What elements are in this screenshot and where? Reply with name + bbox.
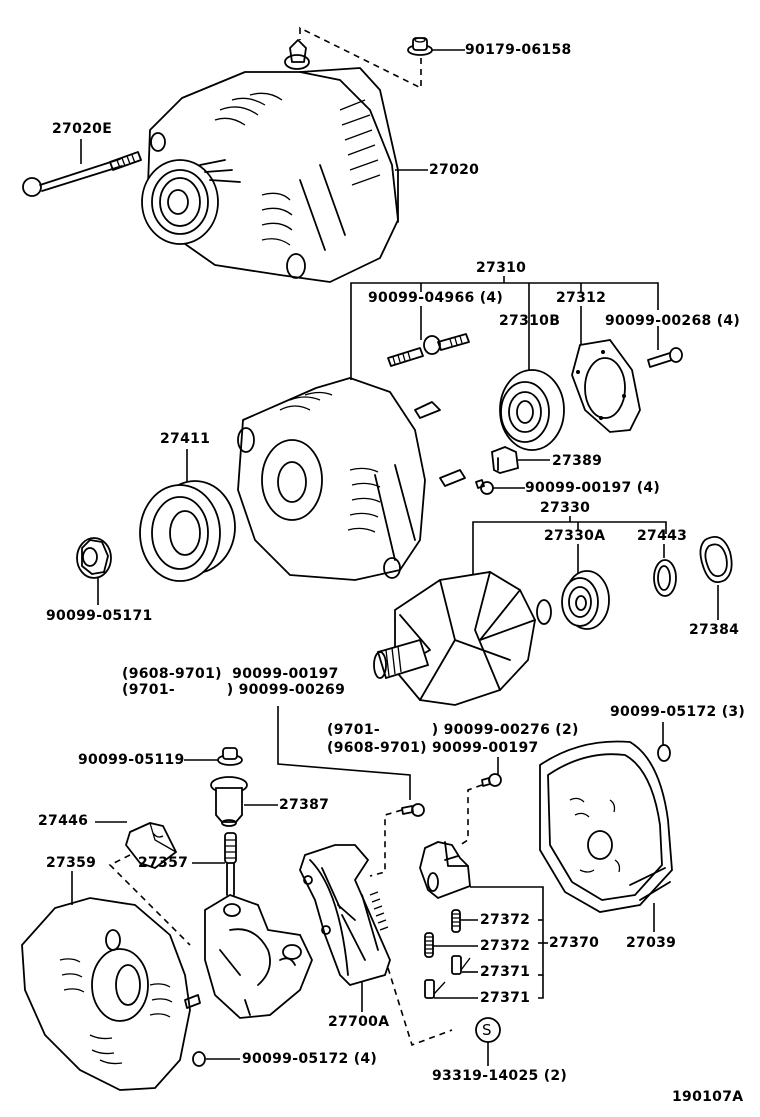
- part-label[interactable]: 90099-05119: [78, 752, 185, 768]
- pulley-nut-icon[interactable]: [76, 537, 112, 579]
- assembly-dashed-line: [299, 26, 422, 90]
- rectifier-holder-icon[interactable]: [204, 832, 313, 1019]
- nut-icon[interactable]: [192, 1051, 206, 1067]
- leader-line: [277, 706, 411, 800]
- part-label[interactable]: 27372: [480, 938, 531, 954]
- assembly-dashed-line: [108, 854, 191, 946]
- bearing-cover-icon[interactable]: [653, 559, 677, 597]
- rotor-bearing-icon[interactable]: [561, 570, 610, 630]
- part-label[interactable]: 90099-05172 (4): [242, 1051, 378, 1067]
- standard-part-marker-label: S: [482, 1021, 492, 1039]
- rotor-icon[interactable]: [373, 571, 552, 706]
- part-label[interactable]: 90099-05171: [46, 608, 153, 624]
- bearing-icon[interactable]: [499, 369, 565, 451]
- part-label[interactable]: 27387: [279, 797, 330, 813]
- rear-end-cover-icon[interactable]: [21, 897, 201, 1091]
- part-label[interactable]: 27371: [480, 990, 531, 1006]
- voltage-regulator-icon[interactable]: [299, 844, 391, 987]
- part-label[interactable]: 27371: [480, 964, 531, 980]
- retainer-plate-icon[interactable]: [571, 339, 641, 433]
- brush-icon[interactable]: [424, 979, 446, 999]
- part-label[interactable]: 90099-00197 (4): [525, 480, 661, 496]
- part-label[interactable]: 90099-04966 (4): [368, 290, 504, 306]
- spring-icon[interactable]: [424, 932, 434, 958]
- screw-icon[interactable]: [475, 479, 494, 495]
- bolt-icon[interactable]: [22, 151, 142, 197]
- part-label[interactable]: 90179-06158: [465, 42, 572, 58]
- stud-bolt-icon[interactable]: [387, 333, 470, 367]
- assembly-dashed-line: [369, 809, 403, 877]
- part-label-variant-line[interactable]: (9608-9701) 90099-00197: [122, 666, 339, 682]
- part-label[interactable]: 93319-14025 (2): [432, 1068, 568, 1084]
- cover-icon[interactable]: [491, 446, 519, 474]
- part-label[interactable]: 27330: [540, 500, 591, 516]
- insulator-ring-icon[interactable]: [699, 536, 733, 584]
- illustration-code: 190107A: [672, 1089, 744, 1105]
- nut-icon[interactable]: [217, 747, 243, 766]
- part-label[interactable]: 27310: [476, 260, 527, 276]
- part-label[interactable]: 27700A: [328, 1014, 390, 1030]
- assembly-dashed-line: [387, 967, 453, 1047]
- part-label[interactable]: 27389: [552, 453, 603, 469]
- screw-icon[interactable]: [481, 773, 502, 787]
- part-label[interactable]: 27384: [689, 622, 740, 638]
- rear-end-frame-icon[interactable]: [539, 740, 673, 913]
- part-label[interactable]: 27372: [480, 912, 531, 928]
- part-label[interactable]: 27359: [46, 855, 97, 871]
- part-label-variant-line[interactable]: (9701- ) 90099-00269: [122, 682, 346, 698]
- spring-icon[interactable]: [451, 909, 461, 933]
- assembly-dashed-line: [459, 784, 483, 846]
- brush-holder-icon[interactable]: [419, 841, 471, 900]
- screw-icon[interactable]: [647, 347, 683, 368]
- part-label[interactable]: 90099-00268 (4): [605, 313, 741, 329]
- drive-end-frame-icon[interactable]: [237, 377, 466, 581]
- part-label-variant-line[interactable]: (9608-9701) 90099-00197: [327, 740, 539, 756]
- cap-icon[interactable]: [125, 822, 178, 870]
- part-label-variant-line[interactable]: (9701- ) 90099-00276 (2): [327, 722, 579, 738]
- part-label[interactable]: 27312: [556, 290, 607, 306]
- part-label[interactable]: 27443: [637, 528, 688, 544]
- part-label[interactable]: 27330A: [544, 528, 606, 544]
- terminal-insulator-icon[interactable]: [210, 776, 248, 827]
- part-label[interactable]: 27310B: [499, 313, 561, 329]
- alternator-assembly-icon[interactable]: [141, 39, 399, 283]
- brush-icon[interactable]: [451, 955, 471, 975]
- part-label[interactable]: 27039: [626, 935, 677, 951]
- part-label[interactable]: 27370: [549, 935, 600, 951]
- part-label[interactable]: 27020E: [52, 121, 113, 137]
- part-label[interactable]: 27020: [429, 162, 480, 178]
- pulley-icon[interactable]: [139, 480, 236, 582]
- nut-icon[interactable]: [407, 37, 433, 56]
- part-label[interactable]: 27357: [138, 855, 189, 871]
- part-label[interactable]: 27411: [160, 431, 211, 447]
- screw-icon[interactable]: [401, 803, 425, 817]
- part-label[interactable]: 90099-05172 (3): [610, 704, 746, 720]
- nut-icon[interactable]: [657, 744, 671, 762]
- part-label[interactable]: 27446: [38, 813, 89, 829]
